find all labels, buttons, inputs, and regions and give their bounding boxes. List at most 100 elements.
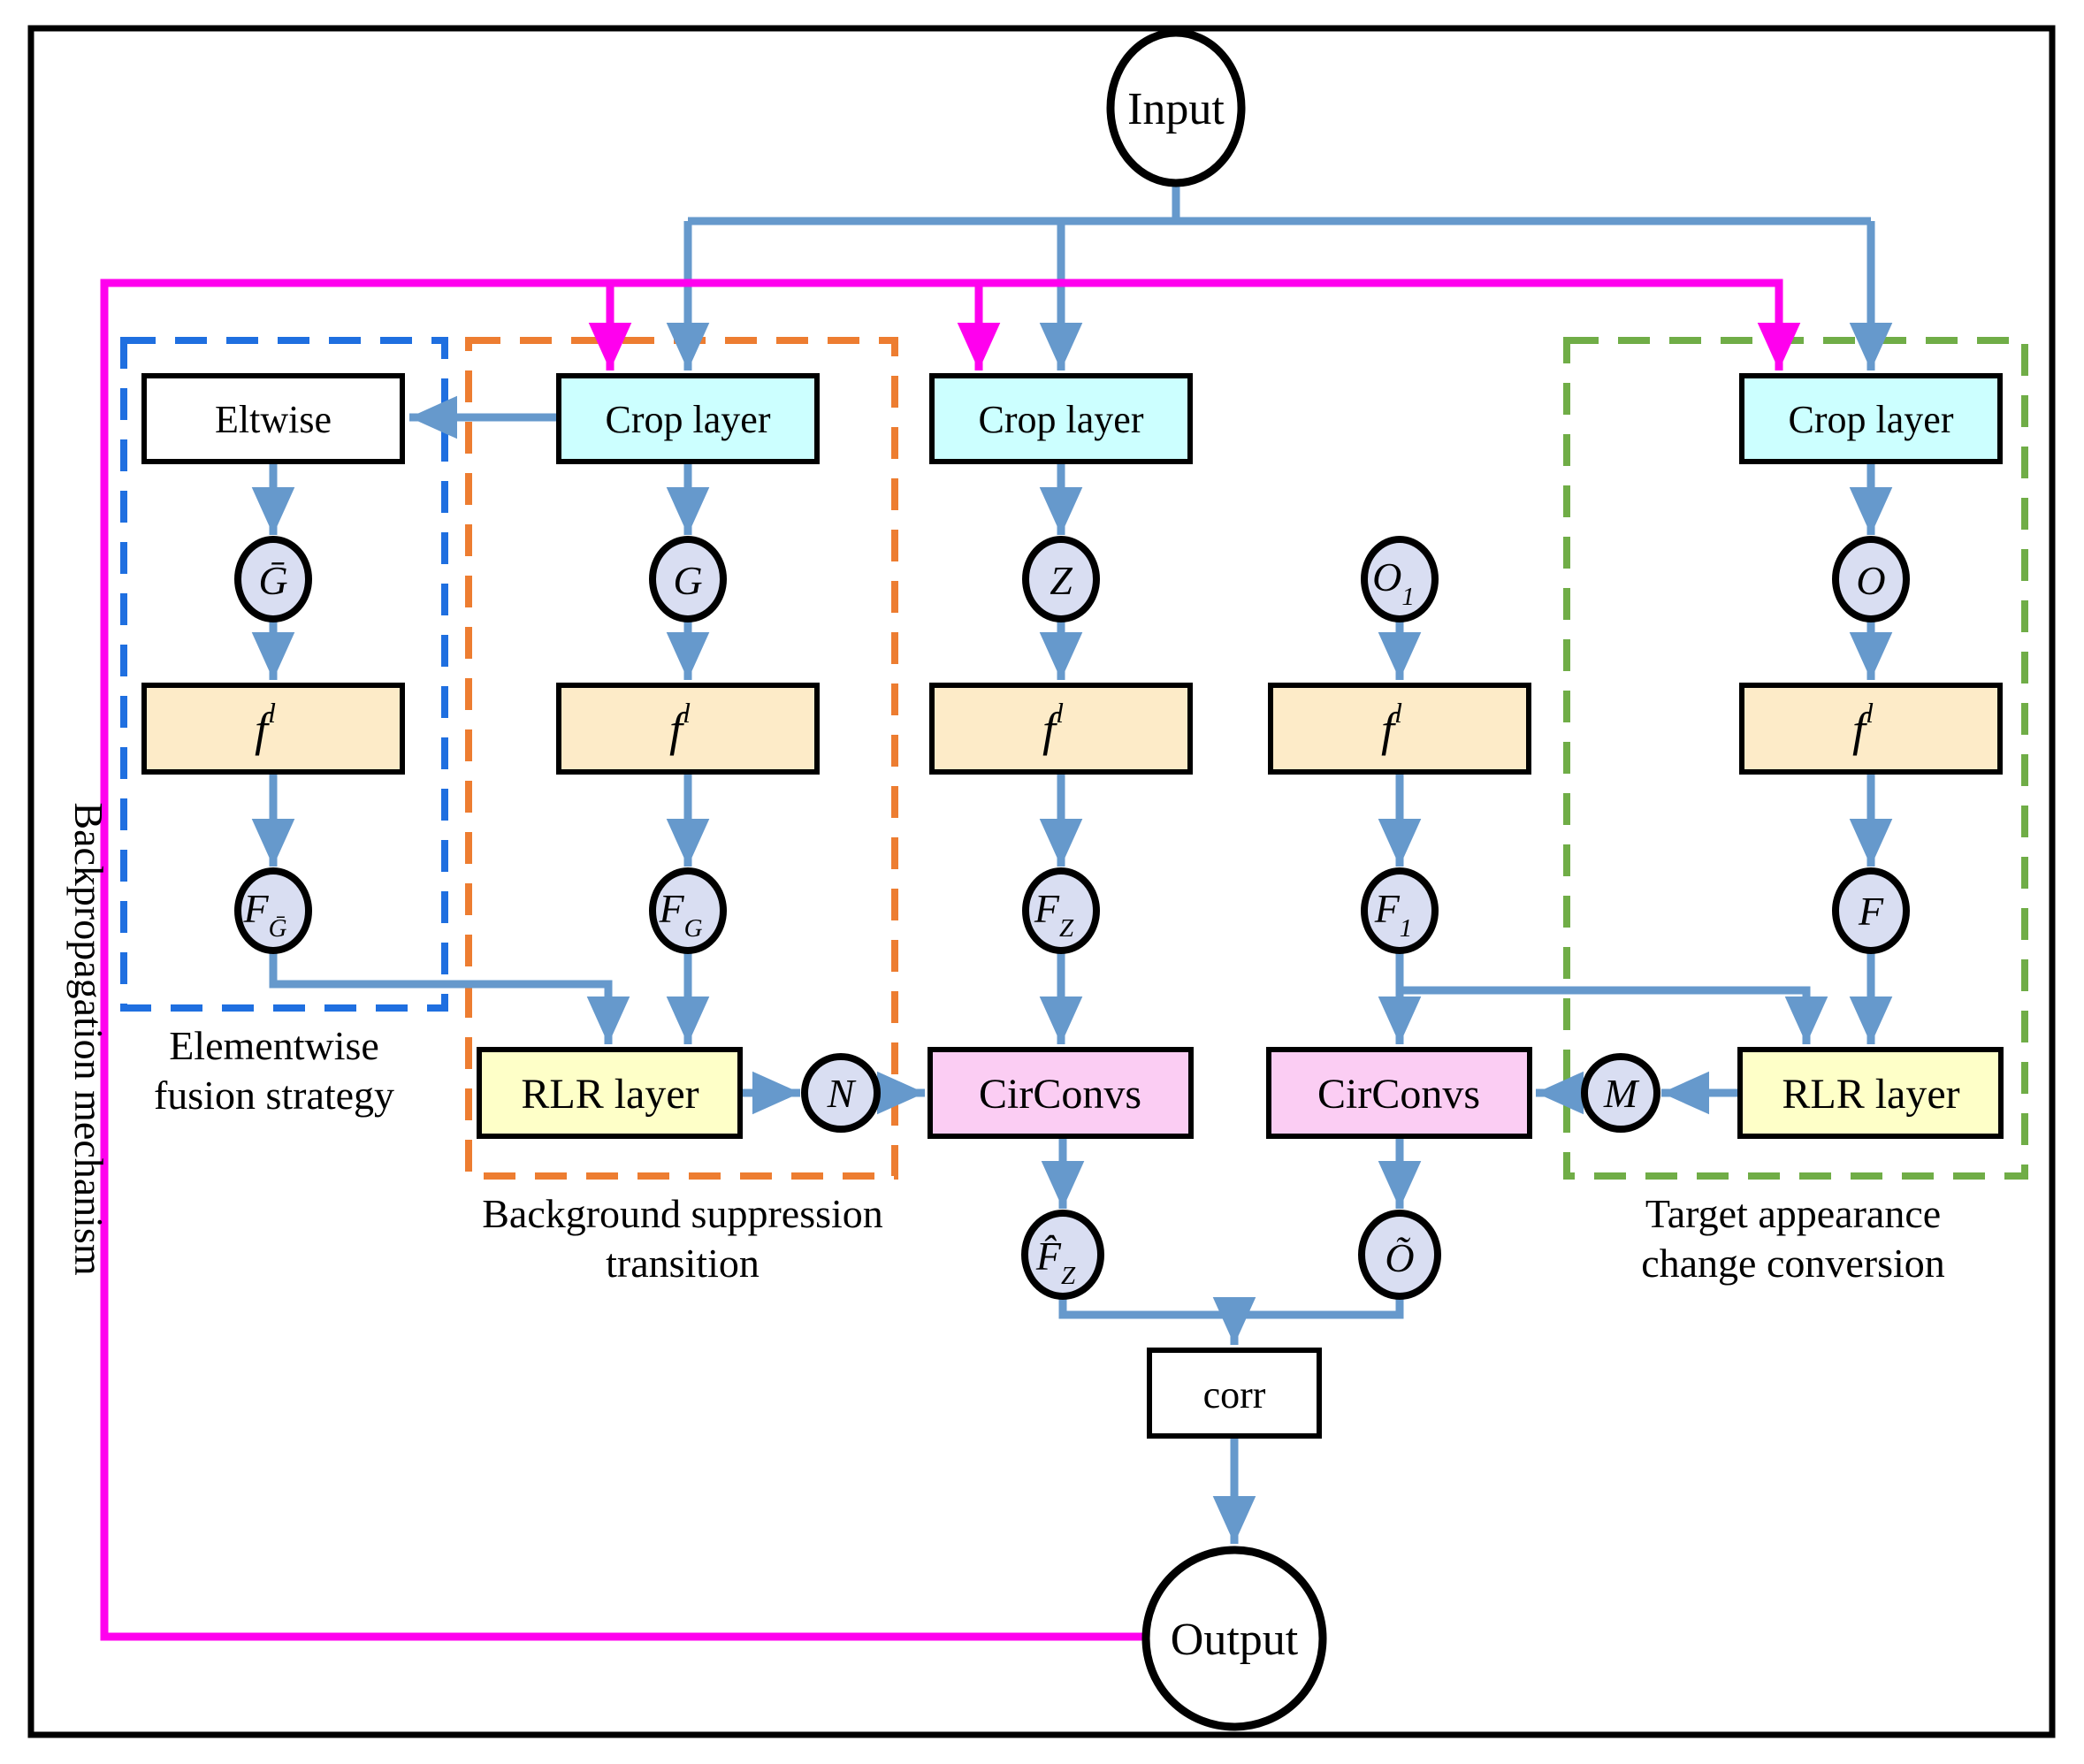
figure-border: [27, 25, 2056, 1738]
gbar-circle: [234, 536, 312, 622]
input-circle: [1106, 28, 1246, 187]
fl-box: [1268, 683, 1531, 775]
rlr-label: RLR layer: [1782, 1071, 1959, 1118]
f-z-circle: [1022, 867, 1100, 954]
node-circonvs-2: CirConvs: [1266, 1047, 1532, 1139]
arrow-f1-to-rlr5: [1400, 986, 1828, 1044]
node-f: F: [1832, 867, 1910, 954]
f-1-circle: [1361, 867, 1439, 954]
fhat-z-label: F̂Z: [1035, 1233, 1076, 1290]
node-crop-layer-2: Crop layer: [556, 373, 820, 464]
captions: Elementwise fusion strategy Background s…: [66, 802, 1945, 1286]
f-gbar-label: FḠ: [242, 886, 286, 943]
n-label: N: [827, 1071, 857, 1116]
dataflow-connectors: [251, 182, 1893, 1544]
node-m: M: [1581, 1053, 1660, 1133]
node-o: O: [1832, 536, 1910, 622]
g-circle: [649, 536, 727, 622]
fl-box: [141, 683, 405, 775]
o-tilde-label: Õ: [1385, 1235, 1414, 1280]
g-label: G: [673, 558, 702, 603]
backpropagation-connectors: [100, 279, 1801, 1641]
corr-label: corr: [1203, 1373, 1266, 1417]
node-gbar: Ḡ: [234, 536, 312, 622]
node-fl-1: fl: [141, 683, 405, 775]
fl-box: [1739, 683, 2003, 775]
caption-background-line1: Background suppression: [482, 1191, 883, 1236]
node-o-tilde: Õ: [1358, 1210, 1441, 1300]
node-fl-5: fl: [1739, 683, 2003, 775]
rlr-label: RLR layer: [521, 1071, 698, 1118]
input-label: Input: [1127, 84, 1225, 134]
node-fhat-z: F̂Z: [1021, 1210, 1104, 1300]
eltwise-label: Eltwise: [215, 398, 332, 441]
m-label: M: [1603, 1071, 1640, 1116]
node-n: N: [801, 1053, 881, 1133]
f-z-label: FZ: [1034, 886, 1074, 943]
circonvs-label: CirConvs: [1317, 1071, 1480, 1118]
elementwise-fusion-region: [120, 337, 448, 1012]
crop-layer-label: Crop layer: [979, 398, 1144, 441]
node-f-g: FG: [649, 867, 727, 954]
fhat-z-circle: [1021, 1210, 1104, 1300]
o-tilde-circle: [1358, 1210, 1441, 1300]
rlr-box: [477, 1047, 743, 1139]
gbar-label: Ḡ: [258, 558, 287, 603]
caption-elementwise-line2: fusion strategy: [154, 1073, 394, 1118]
caption-target-line2: change conversion: [1641, 1241, 1945, 1286]
o-circle: [1832, 536, 1910, 622]
crop-layer-box: [929, 373, 1193, 464]
circonvs-box: [1266, 1047, 1532, 1139]
fl-box: [929, 683, 1193, 775]
node-eltwise: Eltwise: [141, 373, 405, 464]
f-g-label: FG: [658, 886, 702, 943]
arrow-fgbar-to-rlr: [269, 951, 630, 1044]
node-f-z: FZ: [1022, 867, 1100, 954]
output-label: Output: [1171, 1615, 1299, 1665]
circonvs-box: [927, 1047, 1194, 1139]
node-crop-layer-5: Crop layer: [1739, 373, 2003, 464]
f-1-label: F1: [1374, 886, 1413, 943]
node-o1: O1: [1361, 536, 1439, 622]
node-crop-layer-3: Crop layer: [929, 373, 1193, 464]
caption-elementwise-line1: Elementwise: [169, 1023, 379, 1068]
node-input: Input: [1106, 28, 1246, 187]
f-g-circle: [649, 867, 727, 954]
o1-label: O1: [1372, 554, 1415, 611]
crop-layer-label: Crop layer: [606, 398, 771, 441]
node-fl-3: fl: [929, 683, 1193, 775]
m-circle: [1581, 1053, 1660, 1133]
backprop-main-path: [100, 279, 1801, 1641]
caption-target-line1: Target appearance: [1645, 1191, 1941, 1236]
z-circle: [1022, 536, 1100, 622]
o1-circle: [1361, 536, 1439, 622]
caption-background-line2: transition: [606, 1241, 760, 1286]
rlr-box: [1737, 1047, 2004, 1139]
fl-box: [556, 683, 820, 775]
output-circle: [1141, 1546, 1327, 1731]
o-label: O: [1856, 558, 1885, 603]
caption-backpropagation: Backpropagation mechanism: [66, 802, 111, 1275]
node-f-1: F1: [1361, 867, 1439, 954]
node-fl-4: fl: [1268, 683, 1531, 775]
z-label: Z: [1050, 558, 1073, 603]
node-rlr-layer-2: RLR layer: [477, 1047, 743, 1139]
f-label: F: [1858, 889, 1884, 934]
node-f-gbar: FḠ: [234, 867, 312, 954]
n-circle: [801, 1053, 881, 1133]
node-fl-2: fl: [556, 683, 820, 775]
f-circle: [1832, 867, 1910, 954]
crop-layer-box: [556, 373, 820, 464]
node-circonvs-1: CirConvs: [927, 1047, 1194, 1139]
node-rlr-layer-5: RLR layer: [1737, 1047, 2004, 1139]
node-output: Output: [1141, 1546, 1327, 1731]
node-g: G: [649, 536, 727, 622]
join-fhatz-otilde: [1058, 1296, 1404, 1319]
node-z: Z: [1022, 536, 1100, 622]
eltwise-box: [141, 373, 405, 464]
corr-box: [1147, 1348, 1322, 1439]
node-corr: corr: [1147, 1348, 1322, 1439]
f-gbar-circle: [234, 867, 312, 954]
